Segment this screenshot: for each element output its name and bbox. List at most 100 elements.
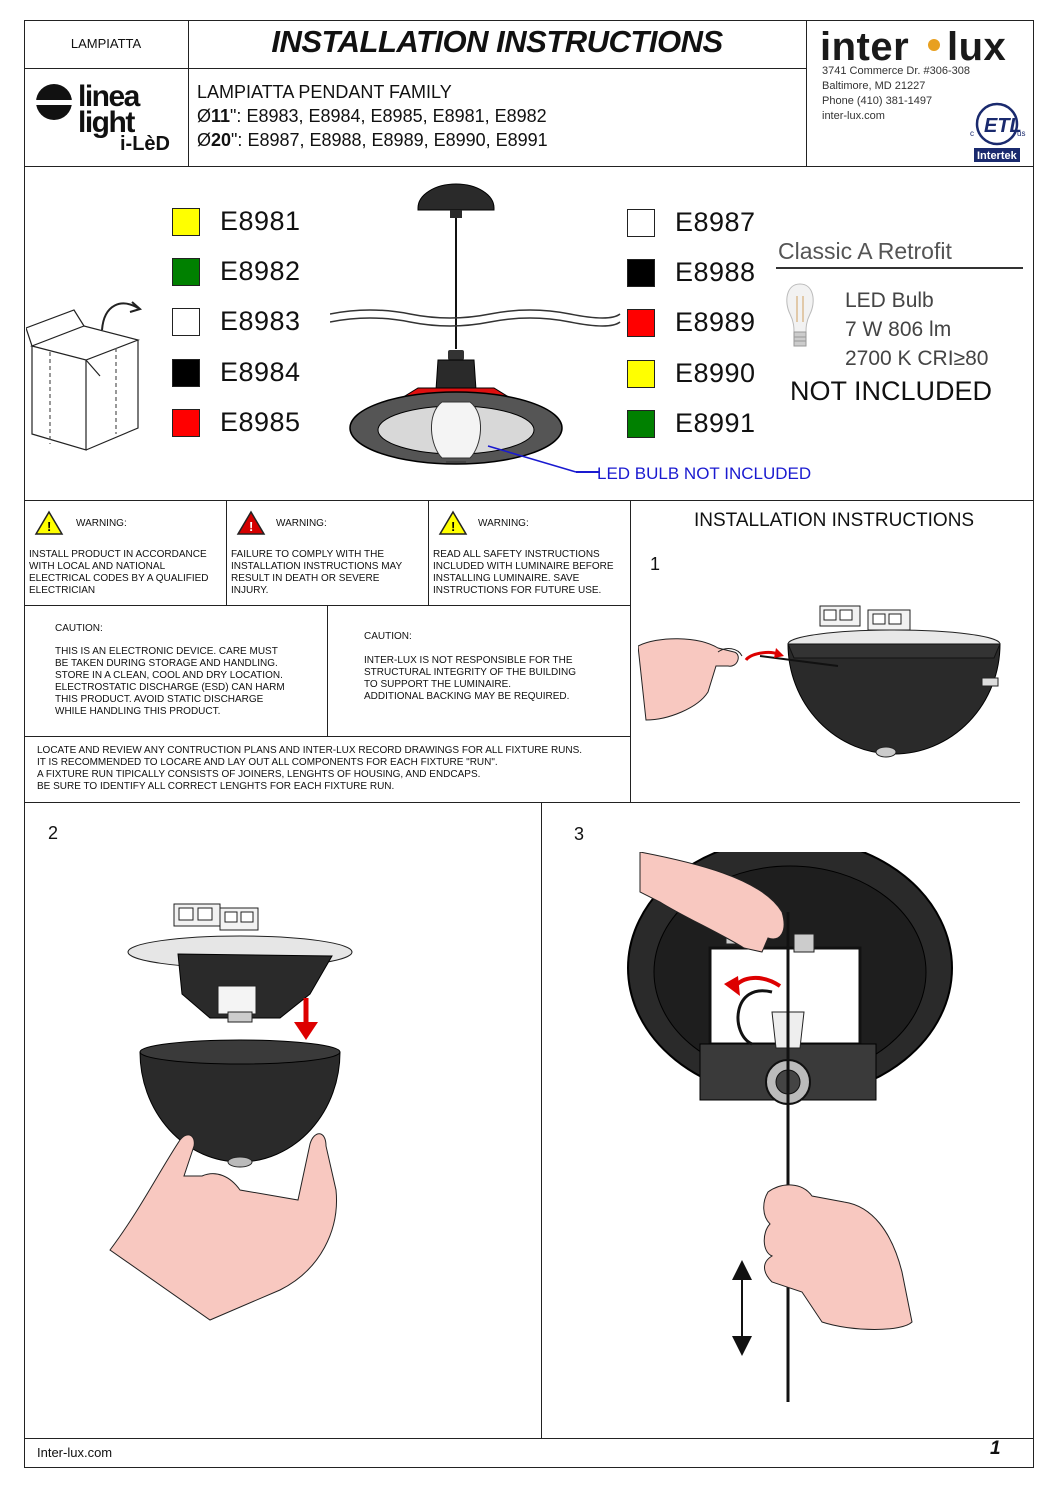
svg-text:!: ! <box>451 519 455 534</box>
warning-line: INSTALL PRODUCT IN ACCORDANCE <box>29 549 207 560</box>
address-line-1: 3741 Commerce Dr. #306-308 <box>822 65 970 77</box>
caution-line: ELECTROSTATIC DISCHARGE (ESD) CAN HARM <box>55 682 285 693</box>
led-bulb-callout: LED BULB NOT INCLUDED <box>597 464 812 483</box>
address-line-2: Baltimore, MD 21227 <box>822 80 926 92</box>
header-title-divider <box>188 68 806 69</box>
caution-line: TO SUPPORT THE LUMINAIRE. <box>364 679 512 690</box>
warning-line: INSTALLATION INSTRUCTIONS MAY <box>231 561 403 572</box>
diameter-20-codes: ": E8987, E8988, E8989, E8990, E8991 <box>231 130 548 150</box>
interlux-address: 3741 Commerce Dr. #306-308 Baltimore, MD… <box>822 64 970 124</box>
swatch-red <box>627 309 655 337</box>
warning-text: READ ALL SAFETY INSTRUCTIONS INCLUDED WI… <box>433 549 614 597</box>
warning-text: FAILURE TO COMPLY WITH THE INSTALLATION … <box>231 549 402 597</box>
swatch-yellow <box>627 360 655 388</box>
etl-intertek-mark: ETL c us Intertek <box>966 100 1028 164</box>
website-text: inter-lux.com <box>822 110 885 122</box>
interlux-logo: inter lux <box>820 24 1030 70</box>
swatch-green <box>627 410 655 438</box>
warning-triangle-icon: ! <box>438 510 468 541</box>
svg-text:!: ! <box>47 519 51 534</box>
pendant-lamp-illustration <box>329 174 630 474</box>
note-line: BE SURE TO IDENTIFY ALL CORRECT LENGHTS … <box>37 781 395 792</box>
warning-triangle-icon: ! <box>34 510 64 541</box>
bulb-power: 7 W 806 lm <box>845 318 952 341</box>
page-title: INSTALLATION INSTRUCTIONS <box>271 24 723 59</box>
package-box-illustration <box>25 294 168 464</box>
color-code: E8987 <box>675 207 756 237</box>
color-code: E8983 <box>220 306 301 336</box>
page-frame <box>24 20 1034 1468</box>
intertek-text: Intertek <box>977 150 1018 162</box>
bulb-title-underline <box>776 267 1023 269</box>
swatch-green <box>172 258 200 286</box>
warning-line: INSTRUCTIONS FOR FUTURE USE. <box>433 585 602 596</box>
instructions-heading: INSTALLATION INSTRUCTIONS <box>694 510 975 531</box>
locate-note: LOCATE AND REVIEW ANY CONTRUCTION PLANS … <box>37 745 582 793</box>
etl-c: c <box>970 129 974 138</box>
diameter-20-line: Ø20": E8987, E8988, E8989, E8990, E8991 <box>197 128 548 152</box>
phone-number: Phone (410) 381-1497 <box>822 95 933 107</box>
warning-line: FAILURE TO COMPLY WITH THE <box>231 549 384 560</box>
color-code: E8985 <box>220 407 301 437</box>
logo-iled-text: i-LèD <box>120 133 170 155</box>
logo-light-text: light <box>78 106 135 139</box>
warning-line: INJURY. <box>231 585 269 596</box>
warning-text: INSTALL PRODUCT IN ACCORDANCE WITH LOCAL… <box>29 549 209 597</box>
color-code: E8989 <box>675 307 756 337</box>
family-block: LAMPIATTA PENDANT FAMILY Ø11": E8983, E8… <box>197 80 548 152</box>
caution-line: WHILE HANDLING THIS PRODUCT. <box>55 706 221 717</box>
warning-line: ELECTRICIAN <box>29 585 96 596</box>
caution-text: THIS IS AN ELECTRONIC DEVICE. CARE MUST … <box>55 646 285 718</box>
step-number: 3 <box>574 824 585 844</box>
divider <box>327 605 328 736</box>
section-rule <box>24 500 1034 501</box>
caution-label: CAUTION: <box>364 631 412 642</box>
note-line: A FIXTURE RUN TIPICALLY CONSISTS OF JOIN… <box>37 769 481 780</box>
diameter-11-size: 11 <box>211 106 231 126</box>
note-line: LOCATE AND REVIEW ANY CONTRUCTION PLANS … <box>37 745 583 756</box>
page-number: 1 <box>990 1438 1001 1459</box>
swatch-white <box>172 308 200 336</box>
color-code: E8984 <box>220 357 301 387</box>
warning-line: INSTALLING LUMINAIRE. SAVE <box>433 573 580 584</box>
caution-text: INTER-LUX IS NOT RESPONSIBLE FOR THE STR… <box>364 655 576 703</box>
header-bottom-rule <box>24 166 1034 167</box>
warning-line: WITH LOCAL AND NATIONAL <box>29 561 166 572</box>
header-label-divider <box>24 68 188 69</box>
color-code: E8990 <box>675 358 756 388</box>
diameter-11-line: Ø11": E8983, E8984, E8985, E8981, E8982 <box>197 104 548 128</box>
warning-line: RESULT IN DEATH OR SEVERE <box>231 573 380 584</box>
footer-rule <box>24 1438 1034 1439</box>
diameter-symbol: Ø <box>197 130 212 150</box>
product-label: LAMPIATTA <box>70 36 142 51</box>
footer-website: Inter-lux.com <box>37 1445 113 1460</box>
interlux-logo-left: inter <box>820 25 909 69</box>
step-number: 2 <box>48 823 59 843</box>
caution-line: STRUCTURAL INTEGRITY OF THE BUILDING <box>364 667 577 678</box>
etl-us: us <box>1017 129 1025 138</box>
caution-line: BE TAKEN DURING STORAGE AND HANDLING. <box>55 658 278 669</box>
header-divider-right <box>806 20 807 166</box>
step-1-illustration <box>637 596 1018 796</box>
swatch-white <box>627 209 655 237</box>
caution-line: STORE IN A CLEAN, COOL AND DRY LOCATION. <box>55 670 283 681</box>
swatch-yellow <box>172 208 200 236</box>
header-divider-left <box>188 20 189 166</box>
color-code: E8982 <box>220 256 301 286</box>
warning-label: WARNING: <box>76 518 127 529</box>
diameter-20-size: 20 <box>211 130 232 150</box>
warning-line: READ ALL SAFETY INSTRUCTIONS <box>433 549 600 560</box>
warning-line: INCLUDED WITH LUMINAIRE BEFORE <box>433 561 614 572</box>
bulb-color-temp: 2700 K CRI≥80 <box>845 347 989 370</box>
step-3-illustration <box>612 837 972 1412</box>
caution-line: THIS IS AN ELECTRONIC DEVICE. CARE MUST <box>55 646 278 657</box>
diameter-symbol: Ø <box>197 106 212 126</box>
linea-light-logo: linea light i-LèD <box>32 76 184 162</box>
warning-label: WARNING: <box>276 518 327 529</box>
warning-line: ELECTRICAL CODES BY A QUALIFIED <box>29 573 209 584</box>
diameter-11-codes: ": E8983, E8984, E8985, E8981, E8982 <box>230 106 547 126</box>
divider <box>24 802 1020 803</box>
caution-label: CAUTION: <box>55 623 103 634</box>
caution-line: THIS PRODUCT. AVOID STATIC DISCHARGE <box>55 694 264 705</box>
step-2-illustration <box>100 890 400 1330</box>
